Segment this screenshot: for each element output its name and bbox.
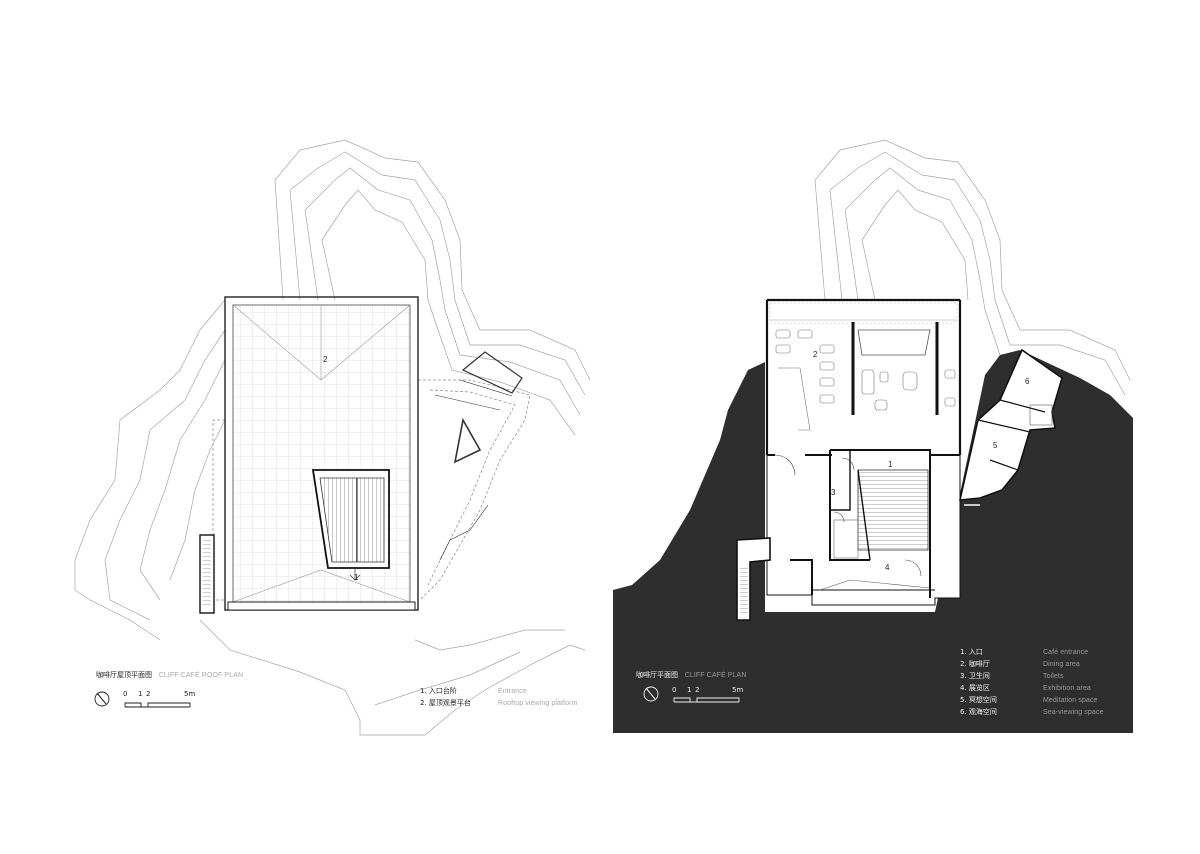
floor-legend-item-4: 4. 展览区	[960, 684, 990, 692]
floor-scale-bar	[643, 686, 740, 703]
floor-legend-item-1-en: Café entrance	[1043, 649, 1089, 656]
floor-legend-item-3: 3. 卫生间	[960, 672, 990, 680]
roof-legend-item-1: 1. 入口台阶	[420, 687, 457, 695]
roof-scale-tick-1: 1	[138, 690, 143, 698]
roof-legend-item-2: 2. 屋顶观景平台	[420, 699, 471, 707]
roof-room-label-1: 1	[354, 573, 359, 582]
floor-title-cn: 咖啡厅平面图	[636, 671, 678, 679]
roof-main	[224, 296, 419, 611]
floor-legend-item-3-en: Toilets	[1043, 673, 1064, 680]
floor-building	[765, 298, 962, 606]
floor-room-label-4: 4	[885, 563, 890, 572]
roof-title-cn: 咖啡厅屋顶平面图	[96, 671, 152, 679]
roof-contours	[74, 139, 591, 736]
floor-scale-tick-1: 1	[687, 686, 692, 694]
floor-room-label-1: 1	[888, 460, 893, 469]
roof-side-stair	[199, 534, 215, 614]
floor-legend-item-2-en: Dining area	[1043, 661, 1080, 668]
roof-plan-title: 咖啡厅屋顶平面图 CLIFF CAFÉ ROOF PLAN	[96, 671, 243, 680]
floor-contours	[814, 139, 1131, 396]
floor-title-en: CLIFF CAFÉ PLAN	[684, 672, 747, 679]
roof-scale-tick-0: 0	[123, 690, 128, 698]
roof-plan	[74, 139, 591, 736]
roof-scale-tick-5m: 5m	[184, 690, 196, 698]
floor-legend-item-6: 6. 观海空间	[960, 708, 997, 716]
floor-scale-tick-2: 2	[695, 686, 700, 694]
roof-legend-item-2-en: Rooftop viewing platform	[498, 700, 578, 707]
roof-scale-tick-2: 2	[146, 690, 151, 698]
floor-legend-item-5: 5. 冥想空间	[960, 696, 997, 704]
floor-room-label-2: 2	[813, 350, 818, 359]
floor-scale-tick-0: 0	[672, 686, 677, 694]
floor-right-wing	[958, 348, 1063, 506]
floor-room-label-6: 6	[1025, 377, 1030, 386]
floor-legend-item-4-en: Exhibition area	[1043, 685, 1091, 692]
floor-plan-title: 咖啡厅平面图 CLIFF CAFÉ PLAN	[636, 671, 746, 680]
roof-scale-bar	[94, 691, 191, 708]
floor-scale-tick-5m: 5m	[732, 686, 744, 694]
roof-title-en: CLIFF CAFÉ ROOF PLAN	[158, 672, 244, 679]
floor-legend-item-6-en: Sea-viewing space	[1043, 709, 1104, 716]
roof-room-label-2: 2	[323, 355, 328, 364]
roof-extension	[434, 351, 523, 561]
floor-room-label-3: 3	[831, 488, 836, 497]
floor-left-annex	[736, 537, 771, 621]
floor-plan	[613, 139, 1133, 733]
roof-legend-item-1-en: Entrance	[498, 688, 527, 695]
floor-room-label-5: 5	[993, 441, 998, 450]
floor-legend-item-2: 2. 咖啡厅	[960, 660, 990, 668]
floor-legend-item-5-en: Meditation space	[1043, 697, 1098, 704]
floor-legend-item-1: 1. 入口	[960, 648, 983, 656]
